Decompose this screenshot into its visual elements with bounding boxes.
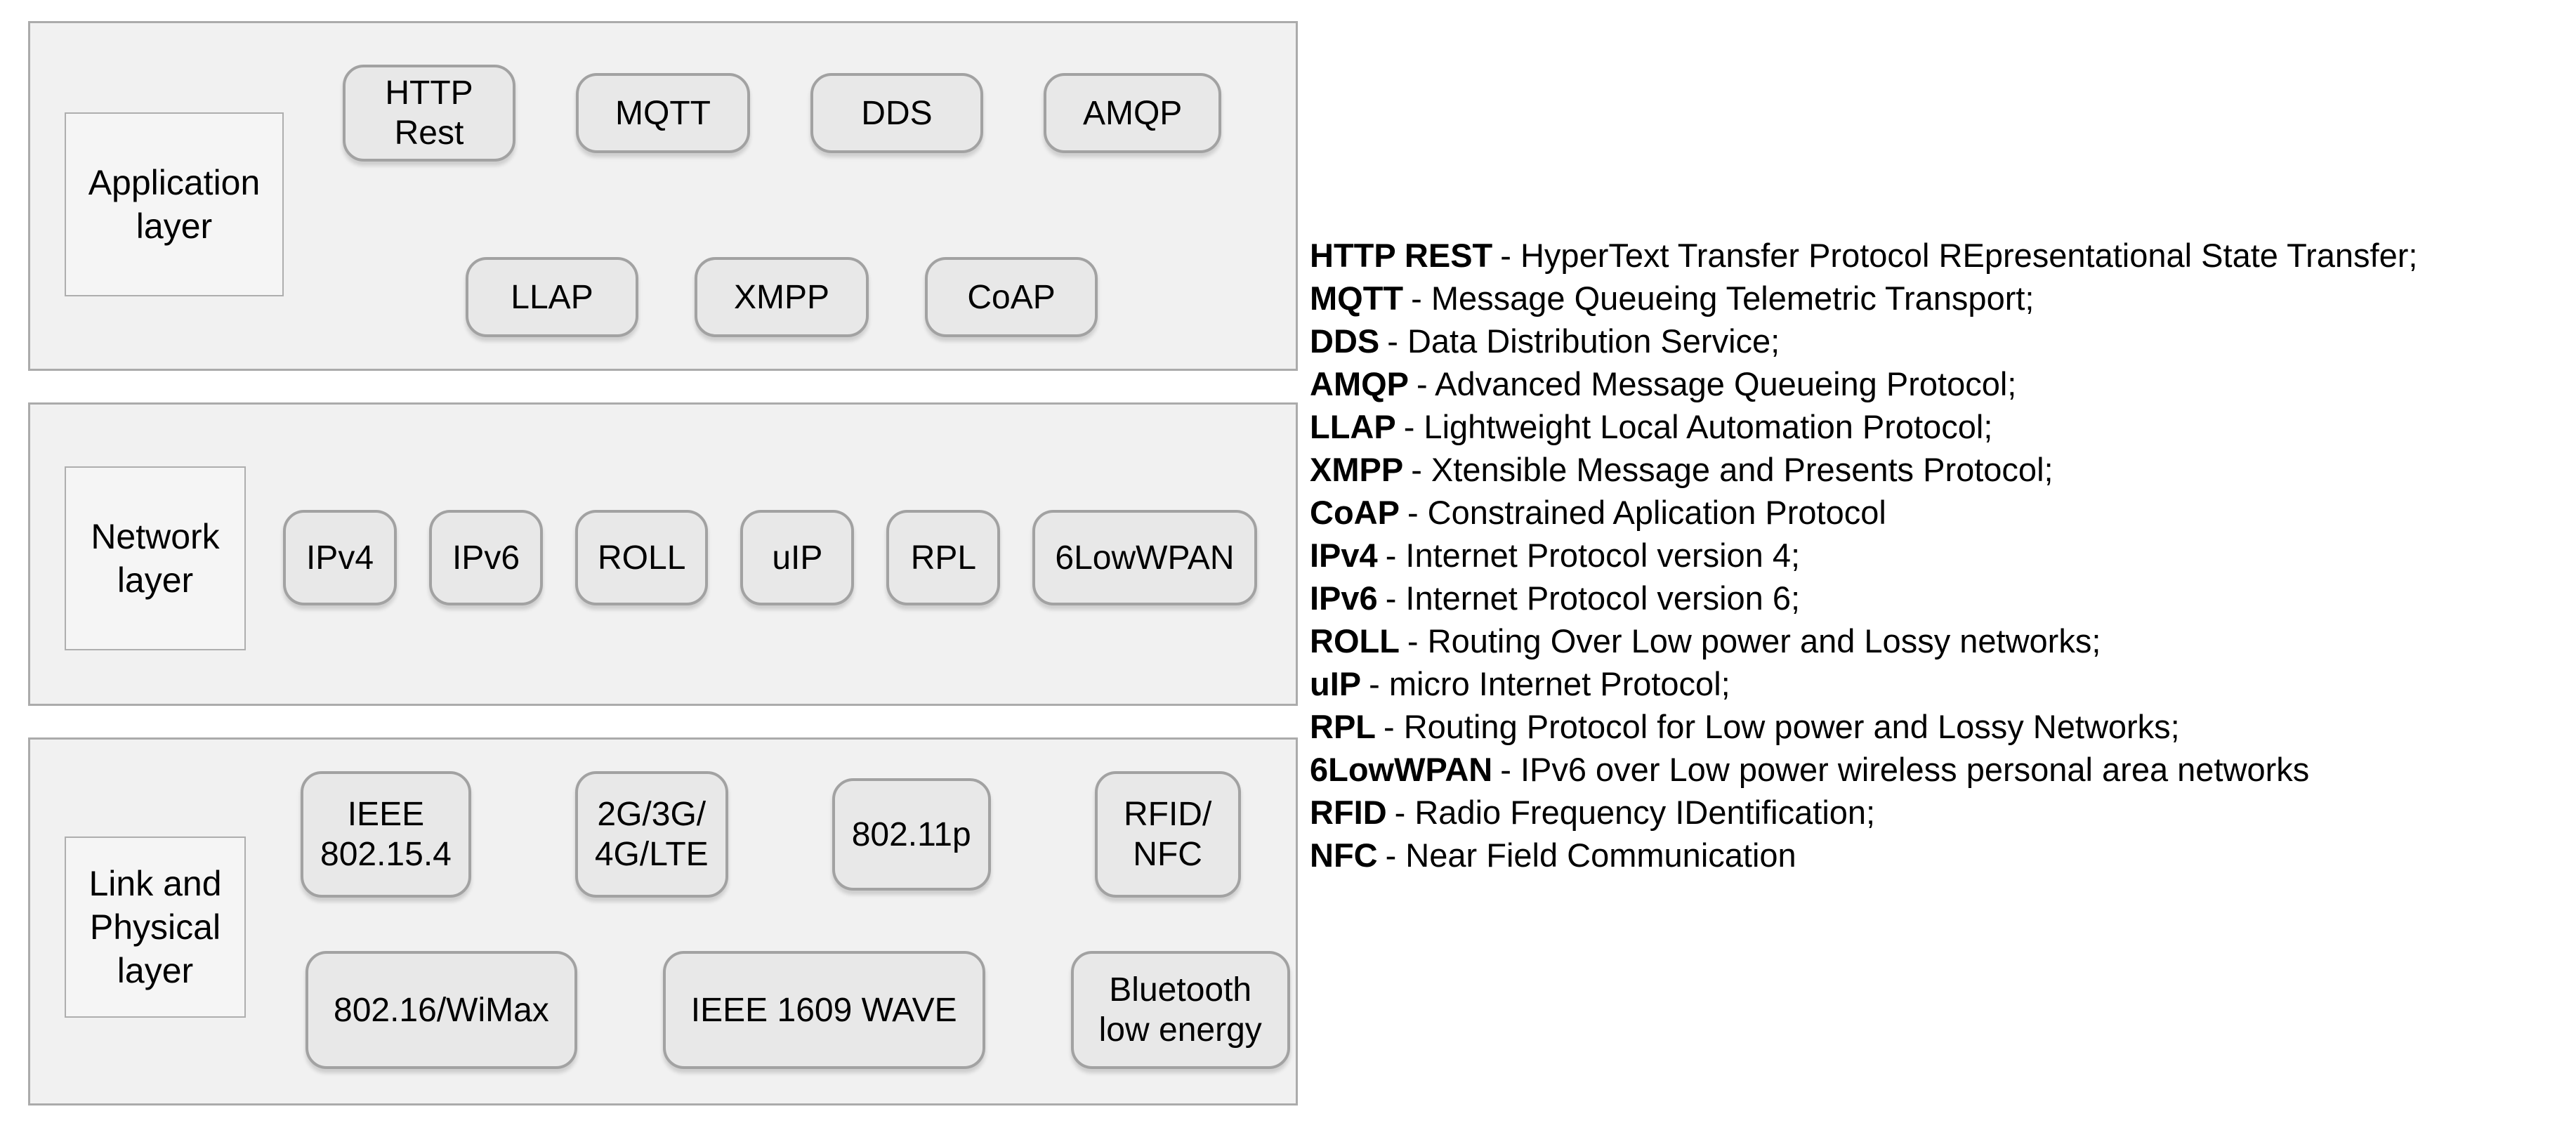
legend-description: - Advanced Message Queueing Protocol;: [1417, 365, 2017, 402]
protocol-row: 802.16/WiMax IEEE 1609 WAVE Bluetooth low …: [305, 950, 1290, 1070]
legend-item-amqp: AMQP- Advanced Message Queueing Protocol…: [1310, 362, 2417, 405]
protocol-box-http-rest: HTTP Rest: [343, 65, 515, 162]
legend-description: - Data Distribution Service;: [1387, 322, 1780, 360]
legend-description: - Message Queueing Telemetric Transport;: [1411, 280, 2035, 317]
protocol-box-802-16-wimax: 802.16/WiMax: [305, 951, 577, 1069]
legend-description: - Internet Protocol version 6;: [1385, 579, 1801, 617]
layer-link-and-physical-layer: Link and Physical layer IEEE 802.15.4 2G/3…: [28, 737, 1298, 1106]
layer-network-layer: Network layer IPv4 IPv6 ROLL uIP RPL 6LowWPAN: [28, 402, 1298, 706]
protocol-box-dds: DDS: [810, 73, 983, 153]
legend-abbr: LLAP: [1310, 408, 1396, 445]
protocol-row: IPv4 IPv6 ROLL uIP RPL 6LowWPAN: [283, 510, 1257, 605]
protocol-box-amqp: AMQP: [1043, 73, 1222, 153]
protocol-box-802-11p: 802.11p: [832, 778, 991, 891]
protocol-box-ipv4: IPv4: [283, 510, 397, 605]
legend-abbr: RPL: [1310, 708, 1376, 745]
protocol-row: HTTP Rest MQTT DDS AMQP: [343, 64, 1222, 162]
protocol-box-bluetooth-low-energy: Bluetooth low energy: [1070, 951, 1290, 1069]
protocol-box-ieee-802-15-4: IEEE 802.15.4: [301, 771, 471, 898]
legend-item-roll: ROLL- Routing Over Low power and Lossy n…: [1310, 619, 2417, 662]
protocol-box-ieee-1609-wave: IEEE 1609 WAVE: [662, 951, 985, 1069]
legend-abbr: ROLL: [1310, 622, 1400, 660]
layer-label-network-layer: Network layer: [65, 466, 246, 650]
legend-abbr: XMPP: [1310, 451, 1404, 488]
protocol-box-xmpp: XMPP: [695, 257, 869, 337]
legend-item-6lowwpan: 6LowWPAN- IPv6 over Low power wireless p…: [1310, 748, 2417, 791]
legend-item-http-rest: HTTP REST- HyperText Transfer Protocol R…: [1310, 234, 2417, 277]
protocol-box-coap: CoAP: [925, 257, 1098, 337]
legend-item-rpl: RPL- Routing Protocol for Low power and …: [1310, 705, 2417, 748]
legend-item-ipv4: IPv4- Internet Protocol version 4;: [1310, 534, 2417, 577]
legend-description: - Lightweight Local Automation Protocol;: [1403, 408, 1993, 445]
legend-description: - micro Internet Protocol;: [1369, 665, 1730, 702]
legend-description: - HyperText Transfer Protocol REpresenta…: [1500, 237, 2418, 274]
layer-label-link-and-physical-layer: Link and Physical layer: [65, 837, 246, 1018]
legend-abbr: RFID: [1310, 794, 1387, 831]
protocol-box-6lowwpan: 6LowWPAN: [1032, 510, 1257, 605]
protocol-box-uip: uIP: [740, 510, 855, 605]
legend-description: - Radio Frequency IDentification;: [1394, 794, 1876, 831]
protocol-box-ipv6: IPv6: [429, 510, 543, 605]
legend-abbr: DDS: [1310, 322, 1380, 360]
legend-description: - Internet Protocol version 4;: [1385, 537, 1801, 574]
legend-item-ipv6: IPv6- Internet Protocol version 6;: [1310, 577, 2417, 619]
legend-item-nfc: NFC- Near Field Communication: [1310, 834, 2417, 877]
legend-description: - Routing Protocol for Low power and Los…: [1384, 708, 2180, 745]
legend-abbr: MQTT: [1310, 280, 1404, 317]
legend-description: - IPv6 over Low power wireless personal …: [1500, 751, 2310, 788]
legend-abbr: AMQP: [1310, 365, 1409, 402]
protocol-row: IEEE 802.15.4 2G/3G/ 4G/LTE 802.11p RFID/ N…: [301, 770, 1241, 898]
legend-abbr: IPv6: [1310, 579, 1378, 617]
protocol-box-mqtt: MQTT: [576, 73, 750, 153]
protocol-box-rfid-nfc: RFID/ NFC: [1094, 771, 1241, 898]
legend-abbr: uIP: [1310, 665, 1362, 702]
legend-item-dds: DDS- Data Distribution Service;: [1310, 320, 2417, 362]
legend-description: - Routing Over Low power and Lossy netwo…: [1407, 622, 2101, 660]
protocol-box-roll: ROLL: [575, 510, 709, 605]
legend-item-rfid: RFID- Radio Frequency IDentification;: [1310, 791, 2417, 834]
legend-description: - Constrained Aplication Protocol: [1407, 494, 1886, 531]
legend-abbr: IPv4: [1310, 537, 1378, 574]
legend-abbr: 6LowWPAN: [1310, 751, 1493, 788]
layer-application-layer: Application layer HTTP Rest MQTT DDS AMQP LLA…: [28, 21, 1298, 371]
legend-item-llap: LLAP- Lightweight Local Automation Proto…: [1310, 405, 2417, 448]
legend-item-mqtt: MQTT- Message Queueing Telemetric Transp…: [1310, 277, 2417, 320]
protocol-box-rpl: RPL: [886, 510, 1001, 605]
legend-item-uip: uIP- micro Internet Protocol;: [1310, 662, 2417, 705]
legend-item-xmpp: XMPP- Xtensible Message and Presents Pro…: [1310, 448, 2417, 491]
legend-abbr: CoAP: [1310, 494, 1400, 531]
protocol-box-llap: LLAP: [466, 257, 638, 337]
legend: HTTP REST- HyperText Transfer Protocol R…: [1310, 234, 2417, 877]
legend-item-coap: CoAP- Constrained Aplication Protocol: [1310, 491, 2417, 534]
protocol-box-2g-3g-4g-lte: 2G/3G/ 4G/LTE: [574, 771, 728, 898]
legend-abbr: NFC: [1310, 837, 1378, 874]
legend-description: - Xtensible Message and Presents Protoco…: [1411, 451, 2053, 488]
layer-label-application-layer: Application layer: [65, 112, 284, 296]
protocol-row: LLAP XMPP CoAP: [466, 256, 1098, 338]
legend-description: - Near Field Communication: [1385, 837, 1796, 874]
legend-abbr: HTTP REST: [1310, 237, 1493, 274]
